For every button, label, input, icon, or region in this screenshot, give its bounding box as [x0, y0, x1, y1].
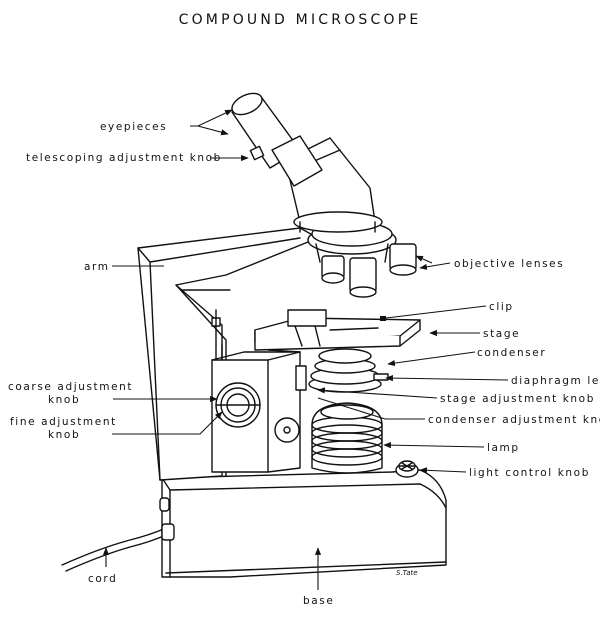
- label-coarse-adjustment-knob: knob: [48, 394, 80, 406]
- artist-signature: S.Tate: [396, 569, 418, 577]
- label-cord: cord: [88, 573, 117, 585]
- labels: eyepieces telescoping adjustment knob ar…: [8, 121, 600, 607]
- microscope-illustration: [61, 92, 447, 578]
- base-shape: [159, 469, 447, 578]
- label-stage-adjustment-knob: stage adjustment knob: [440, 393, 595, 405]
- label-arm: arm: [84, 261, 110, 273]
- label-telescoping-adjustment-knob: telescoping adjustment knob: [26, 152, 222, 164]
- label-clip: clip: [489, 301, 514, 313]
- label-base: base: [303, 595, 334, 607]
- diagram-title: COMPOUND MICROSCOPE: [179, 12, 422, 28]
- label-condenser-adjustment-knob: condenser adjustment knob: [428, 414, 600, 426]
- lamp-shape: [311, 402, 383, 474]
- label-stage: stage: [483, 328, 520, 340]
- label-condenser: condenser: [477, 347, 546, 359]
- light-control-knob-shape: [395, 460, 419, 478]
- label-coarse-adjustment: coarse adjustment: [8, 381, 133, 393]
- cord-shape: [61, 527, 167, 566]
- label-eyepieces: eyepieces: [100, 121, 167, 133]
- label-fine-adjustment-knob: knob: [48, 429, 80, 441]
- label-lamp: lamp: [487, 442, 520, 454]
- pointer-lines: [102, 109, 509, 590]
- coarse-fine-knob-shape: [215, 382, 261, 428]
- eyepieces-shape: [231, 92, 323, 187]
- objective-lenses-shape: [307, 221, 417, 298]
- condenser-shape: [295, 348, 389, 393]
- label-objective-lenses: objective lenses: [454, 258, 564, 270]
- label-light-control-knob: light control knob: [469, 467, 590, 479]
- condenser-adjustment-knob-shape: [274, 417, 300, 443]
- label-diaphragm-lever: diaphragm lever: [511, 375, 600, 387]
- arm-shape: [137, 227, 319, 481]
- stage-shape: [254, 309, 421, 353]
- label-fine-adjustment: fine adjustment: [10, 416, 117, 428]
